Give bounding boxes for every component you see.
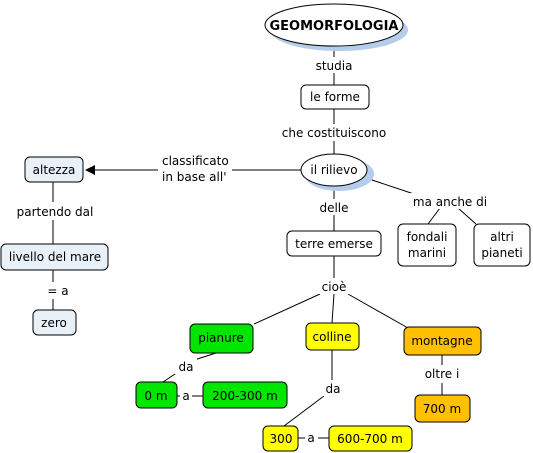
node-montagne[interactable]: montagne xyxy=(403,326,482,356)
nodes: GEOMORFOLOGIA le forme il rilievo altezz… xyxy=(0,3,531,452)
node-label: il rilievo xyxy=(310,163,357,177)
node-bg xyxy=(328,425,413,452)
node-200-300-m[interactable]: 200-300 m xyxy=(202,381,288,409)
link-in-base-all: in base all' xyxy=(162,170,227,184)
link-bg xyxy=(322,380,344,396)
node-bg xyxy=(264,3,404,47)
node-bg xyxy=(305,322,360,351)
node-altezza[interactable]: altezza xyxy=(24,156,84,183)
node-il-rilievo[interactable]: il rilievo xyxy=(300,153,374,191)
link-partendo-dal: partendo dal xyxy=(17,205,94,219)
link-che-costituiscono: che costituiscono xyxy=(282,126,386,140)
link-bg xyxy=(311,57,357,73)
link-bg xyxy=(12,202,98,220)
link-a-pianure: a xyxy=(182,389,189,403)
node-bg xyxy=(300,153,368,187)
node-label-line1: fondali xyxy=(407,230,448,244)
node-label-line2: marini xyxy=(408,246,446,260)
node-bg xyxy=(403,326,482,356)
node-zero-m[interactable]: 0 m xyxy=(135,381,178,409)
node-label: 0 m xyxy=(144,389,167,403)
edge-cioe-montagne xyxy=(347,293,409,329)
node-600-700-m[interactable]: 600-700 m xyxy=(328,425,413,452)
link-bg xyxy=(44,282,72,299)
edge-ma-anche-altri xyxy=(457,207,477,225)
link-bg xyxy=(158,152,232,186)
link-delle: delle xyxy=(319,201,348,215)
node-bg xyxy=(300,84,370,110)
node-bg xyxy=(473,223,531,267)
node-colline[interactable]: colline xyxy=(305,322,360,351)
link-uguale-a: = a xyxy=(47,284,68,298)
link-bg xyxy=(305,430,318,446)
node-label: zero xyxy=(41,316,67,330)
node-terre-emerse[interactable]: terre emerse xyxy=(286,230,382,257)
node-label-line2: pianeti xyxy=(481,246,522,260)
link-classificato: classificato xyxy=(162,154,229,168)
node-label: pianure xyxy=(198,331,244,345)
node-label: altezza xyxy=(33,163,76,177)
link-oltre-i: oltre i xyxy=(425,367,460,381)
edge-cioe-colline xyxy=(331,293,335,324)
link-da-pianure: da xyxy=(179,360,194,374)
link-bg xyxy=(418,365,466,383)
link-a-colline: a xyxy=(307,431,314,445)
node-altri-pianeti[interactable]: altri pianeti xyxy=(473,223,531,267)
node-label-line1: altri xyxy=(490,230,514,244)
link-labels: studia che costituiscono classificato in… xyxy=(12,57,492,446)
node-label: montagne xyxy=(411,334,472,348)
link-da-colline: da xyxy=(326,382,341,396)
node-zero[interactable]: zero xyxy=(32,309,77,336)
node-fondali-marini[interactable]: fondali marini xyxy=(397,223,457,267)
node-bg xyxy=(0,243,109,271)
node-label: terre emerse xyxy=(295,237,373,251)
edge-cioe-pianure xyxy=(253,293,321,325)
node-label: 300 xyxy=(270,432,293,446)
link-cioe: cioè xyxy=(322,280,347,294)
link-bg xyxy=(408,193,492,209)
node-label: 700 m xyxy=(423,402,461,416)
edge-ma-anche-fondali xyxy=(427,207,441,225)
node-label: 600-700 m xyxy=(337,432,403,446)
connectors xyxy=(52,47,477,439)
node-pianure[interactable]: pianure xyxy=(189,323,254,354)
node-bg xyxy=(135,381,178,409)
link-bg xyxy=(314,199,354,215)
node-300[interactable]: 300 xyxy=(262,425,299,452)
link-bg xyxy=(318,278,350,294)
link-studia: studia xyxy=(316,59,353,73)
node-label: GEOMORFOLOGIA xyxy=(270,19,399,34)
node-bg xyxy=(397,223,457,267)
node-bg xyxy=(202,381,288,409)
node-bg xyxy=(32,309,77,336)
link-bg xyxy=(278,124,390,141)
node-label: livello del mare xyxy=(9,250,101,264)
node-label: colline xyxy=(313,330,352,344)
node-bg xyxy=(189,323,254,354)
node-geomorfologia[interactable]: GEOMORFOLOGIA xyxy=(264,3,408,51)
link-bg xyxy=(180,388,192,404)
node-bg xyxy=(262,425,299,452)
edge-da-300 xyxy=(283,395,325,427)
node-livello-del-mare[interactable]: livello del mare xyxy=(0,243,109,271)
node-label: le forme xyxy=(310,90,360,104)
node-700-m[interactable]: 700 m xyxy=(414,394,471,423)
node-bg xyxy=(286,230,382,257)
node-label: 200-300 m xyxy=(212,389,278,403)
node-le-forme[interactable]: le forme xyxy=(300,84,370,110)
node-bg xyxy=(24,156,84,183)
link-ma-anche-di: ma anche di xyxy=(413,195,487,209)
link-bg xyxy=(175,358,197,374)
node-bg xyxy=(414,394,471,423)
